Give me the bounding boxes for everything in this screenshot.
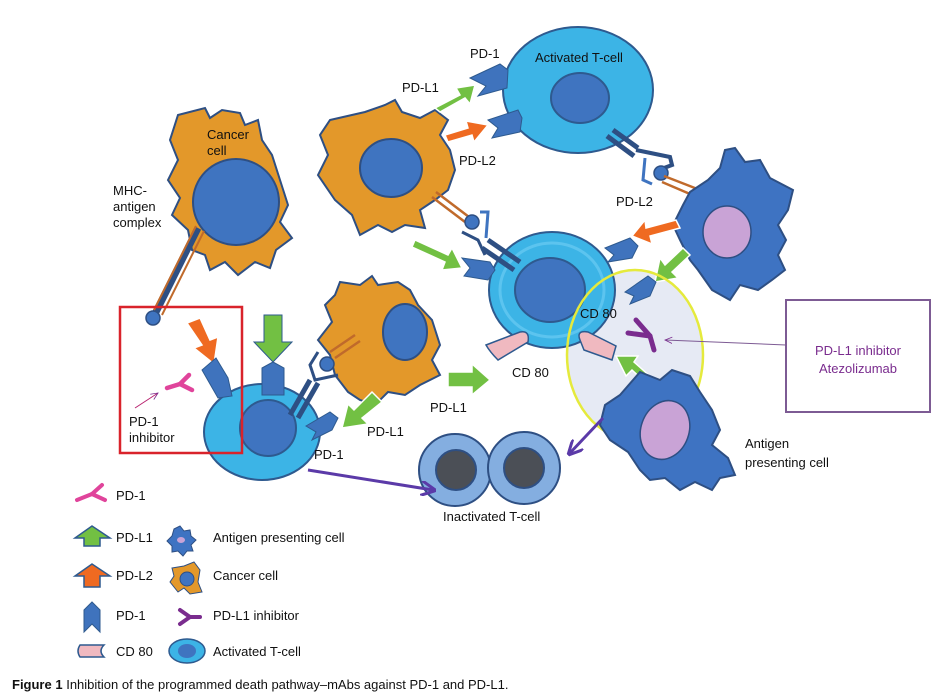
label-cd80-inner: CD 80 <box>580 306 617 321</box>
legend-label: PD-L2 <box>116 568 153 583</box>
pd1-receptor <box>486 109 523 139</box>
label-pd1-low: PD-1 <box>314 447 344 462</box>
pdl2-arrow <box>630 218 682 246</box>
pd1-receptor <box>261 361 285 396</box>
pdl2-arrow <box>185 317 219 366</box>
pdl1-arrow <box>411 239 464 271</box>
tcr-mhc-complex <box>431 191 522 273</box>
tcr-mhc-complex <box>287 333 361 420</box>
label-cd80-outer: CD 80 <box>512 365 549 380</box>
cancer-nucleus <box>359 138 423 198</box>
label-pd1-inhibitor: PD-1 <box>129 414 159 429</box>
activated-tcell-icon <box>168 638 206 664</box>
pd1-inhibitor-antibody <box>164 372 195 393</box>
label-cancer-cell: Cancer <box>207 127 250 142</box>
pdl1-inhibitor-antibody <box>625 317 657 353</box>
label-mhc-2: antigen <box>113 199 156 214</box>
legend-label: Activated T-cell <box>213 644 301 659</box>
figure-label: Figure 1 <box>12 677 63 692</box>
pd1-receptor <box>305 411 339 442</box>
apc-top <box>671 146 795 302</box>
activated-tcell-top <box>502 26 654 154</box>
pd1-inhibitor-pointer <box>134 393 158 409</box>
label-pdl1-low: PD-L1 <box>367 424 404 439</box>
pdl1-arrow-icon <box>72 525 113 547</box>
apc-bottom <box>598 368 737 492</box>
label-activated-tcell: Activated T-cell <box>535 50 623 65</box>
cd80-icon <box>77 644 106 658</box>
pd1-inhibitor-box <box>118 305 244 455</box>
pdl2-arrow-icon <box>72 563 113 588</box>
legend: PD-1 PD-L1 PD-L2 PD-1 CD 80 Antigen pres… <box>72 483 345 664</box>
label-pdl2-right: PD-L2 <box>616 194 653 209</box>
pdl1-arrow <box>447 362 492 397</box>
label-pd1-top: PD-1 <box>470 46 500 61</box>
cd80-molecule <box>484 330 530 361</box>
legend-label: CD 80 <box>116 644 153 659</box>
activated-tcell-middle <box>488 231 616 349</box>
label-apc: Antigen <box>745 436 789 451</box>
pdl1-arrow <box>654 246 692 283</box>
callout-text-2: Atezolizumab <box>819 361 897 376</box>
pd1-antibody-icon <box>75 483 107 502</box>
label-apc-2: presenting cell <box>745 455 829 470</box>
activated-tcell-bottom <box>203 383 321 481</box>
legend-label: PD-1 <box>116 488 146 503</box>
pdl1-arrow <box>340 390 384 429</box>
pd1-pathway-diagram: Cancer cell MHC- antigen complex Activat… <box>72 26 931 664</box>
pd1-receptor <box>460 257 496 281</box>
label-mhc: MHC- <box>113 183 147 198</box>
tcr-mhc-complex <box>605 127 701 199</box>
legend-label: PD-1 <box>116 608 146 623</box>
pd1-receptor <box>604 237 639 263</box>
label-pd1-inhibitor-2: inhibitor <box>129 430 175 445</box>
inactivation-arrow <box>307 468 433 490</box>
legend-label: Antigen presenting cell <box>213 530 345 545</box>
legend-label: PD-L1 <box>116 530 153 545</box>
inactivation-arrow <box>570 416 605 453</box>
cancer-cell-bottom <box>316 274 442 407</box>
cd80-molecule <box>578 330 617 361</box>
pdl2-arrow <box>443 120 490 144</box>
pdl1-arrow <box>433 84 477 113</box>
inactivated-tcell <box>418 431 561 507</box>
callout-box <box>785 299 931 413</box>
pd1-receptor <box>468 63 509 97</box>
pd1-receptor <box>201 357 233 399</box>
cancer-cell-top <box>316 98 457 237</box>
legend-label: PD-L1 inhibitor <box>213 608 300 623</box>
pd1-receptor <box>623 275 657 305</box>
label-pdl1-top: PD-L1 <box>402 80 439 95</box>
callout-pointer <box>665 340 787 346</box>
cancer-cell-left <box>145 106 294 326</box>
pdl1-arrow <box>252 314 294 363</box>
label-cancer-cell-2: cell <box>207 143 227 158</box>
label-pdl2-top: PD-L2 <box>459 153 496 168</box>
callout-text-1: PD-L1 inhibitor <box>815 343 902 358</box>
pd1-receptor-icon <box>83 601 101 634</box>
label-pdl1-mid: PD-L1 <box>430 400 467 415</box>
legend-label: Cancer cell <box>213 568 278 583</box>
label-mhc-3: complex <box>113 215 162 230</box>
pdl1-inhibitor-icon <box>178 608 202 626</box>
label-inactivated-tcell: Inactivated T-cell <box>443 509 540 524</box>
figure-caption-text: Inhibition of the programmed death pathw… <box>66 677 509 692</box>
cancer-nucleus <box>192 158 280 246</box>
figure-caption: Figure 1 Inhibition of the programmed de… <box>12 677 508 692</box>
